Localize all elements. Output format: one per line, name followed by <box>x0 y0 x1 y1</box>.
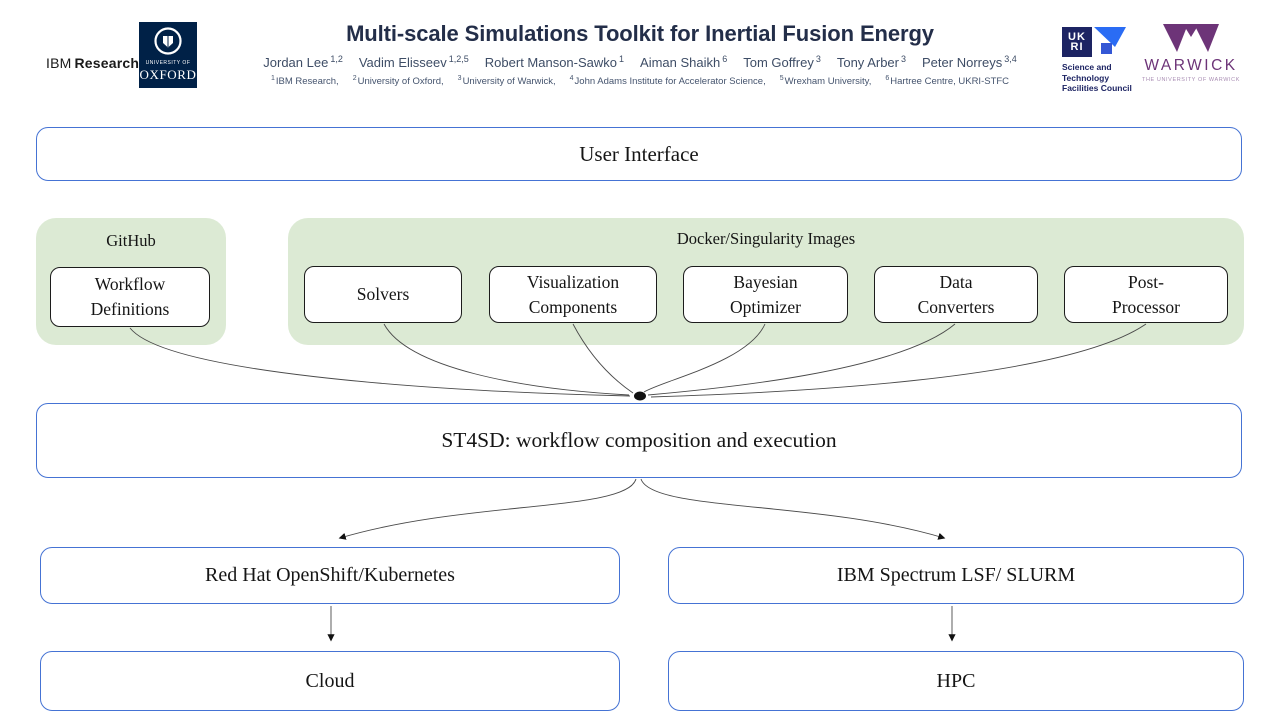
affiliation: 5Wrexham University, <box>779 75 872 88</box>
user-interface-box: User Interface <box>36 127 1242 181</box>
warwick-caption: THE UNIVERSITY OF WARWICK <box>1141 77 1240 83</box>
st4sd-label: ST4SD: workflow composition and executio… <box>441 428 837 452</box>
workflow-definitions-box: Workflow Definitions <box>50 267 210 327</box>
user-interface-label: User Interface <box>579 141 699 166</box>
hpc-box: HPC <box>668 651 1244 711</box>
page-title: Multi-scale Simulations Toolkit for Iner… <box>346 21 934 46</box>
post-processor-box: Post- Processor <box>1064 266 1228 323</box>
ukri-pixel-icon <box>1094 27 1126 54</box>
bayesian-optimizer-box: Bayesian Optimizer <box>683 266 848 323</box>
affiliation: 4John Adams Institute for Accelerator Sc… <box>569 75 766 88</box>
warwick-logo: WARWICK THE UNIVERSITY OF WARWICK <box>1138 24 1244 83</box>
github-group-label: GitHub <box>106 231 156 250</box>
data-converters-box: Data Converters <box>874 266 1038 323</box>
docker-group-label: Docker/Singularity Images <box>676 229 856 248</box>
affiliations-line: 1IBM Research, 2University of Oxford, 3Uni… <box>210 75 1070 87</box>
st4sd-box: ST4SD: workflow composition and executio… <box>36 403 1242 478</box>
oxford-crest-icon <box>154 27 182 55</box>
affiliation: 1IBM Research, <box>270 75 339 88</box>
affiliation: 2University of Oxford, <box>352 75 444 88</box>
title-block: Multi-scale Simulations Toolkit for Iner… <box>210 21 1070 87</box>
cloud-box: Cloud <box>40 651 620 711</box>
oxford-university-of: UNIVERSITY OF <box>145 60 191 66</box>
warwick-w-icon <box>1163 24 1219 52</box>
converge-point <box>634 391 646 401</box>
visualization-components-box: Visualization Components <box>489 266 657 323</box>
oxford-logo: UNIVERSITY OF OXFORD <box>139 22 197 88</box>
stfc-caption: Science and Technology Facilities Counci… <box>1062 62 1132 94</box>
openshift-kubernetes-box: Red Hat OpenShift/Kubernetes <box>40 547 620 604</box>
warwick-name: WARWICK <box>1144 57 1238 74</box>
affiliation: 6Hartree Centre, UKRI-STFC <box>885 75 1010 88</box>
oxford-name: OXFORD <box>139 67 197 82</box>
affiliation: 3University of Warwick, <box>457 75 556 88</box>
ibm-research-text: Research <box>74 55 140 71</box>
spectrum-lsf-slurm-box: IBM Spectrum LSF/ SLURM <box>668 547 1244 604</box>
solvers-box: Solvers <box>304 266 462 323</box>
ibm-logo-text: IBM <box>46 55 72 71</box>
